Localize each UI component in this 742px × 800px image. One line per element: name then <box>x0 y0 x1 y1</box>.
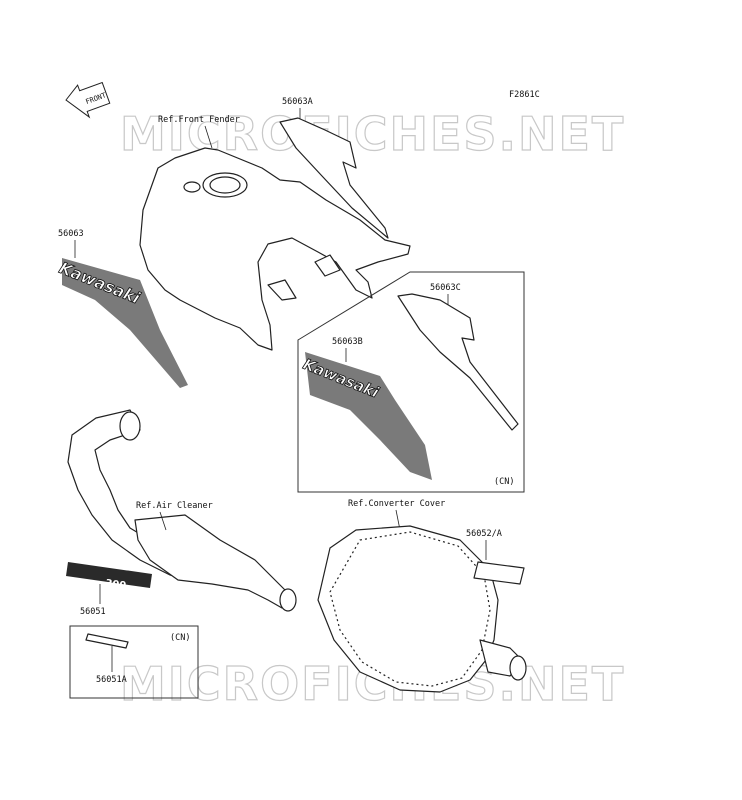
part-56051-label: 56051 <box>80 607 106 617</box>
cn-inset-box <box>297 271 525 493</box>
ref-converter-cover-label: Ref.Converter Cover <box>348 499 445 509</box>
decal-56063C <box>397 293 519 431</box>
part-56063A-label: 56063A <box>282 97 313 107</box>
front-fender <box>139 147 411 351</box>
part-56051A-label: 56051A <box>96 675 127 685</box>
decal-56051: 300 <box>66 562 152 592</box>
figure-code: F2861C <box>509 90 540 100</box>
decal-56051A <box>85 633 129 649</box>
cn-inset-box-lower <box>69 625 199 699</box>
front-arrow-icon: FRONT <box>65 81 111 119</box>
converter-cover <box>317 525 527 693</box>
part-56063C-label: 56063C <box>430 283 461 293</box>
decal-56052A <box>473 561 525 585</box>
air-cleaner-duct <box>67 409 297 612</box>
part-56063-label: 56063 <box>58 229 84 239</box>
decal-56063A <box>279 117 389 239</box>
cn-tag-lower: (CN) <box>170 633 190 643</box>
part-56052A-label: 56052/A <box>466 529 502 539</box>
decal-56063B: Kawasaki <box>300 352 432 480</box>
decal-56051-model: 300 <box>105 578 127 592</box>
part-56063B-label: 56063B <box>332 337 363 347</box>
cn-tag-upper: (CN) <box>494 477 514 487</box>
ref-front-fender-label: Ref.Front Fender <box>158 115 240 125</box>
ref-air-cleaner-label: Ref.Air Cleaner <box>136 501 213 511</box>
